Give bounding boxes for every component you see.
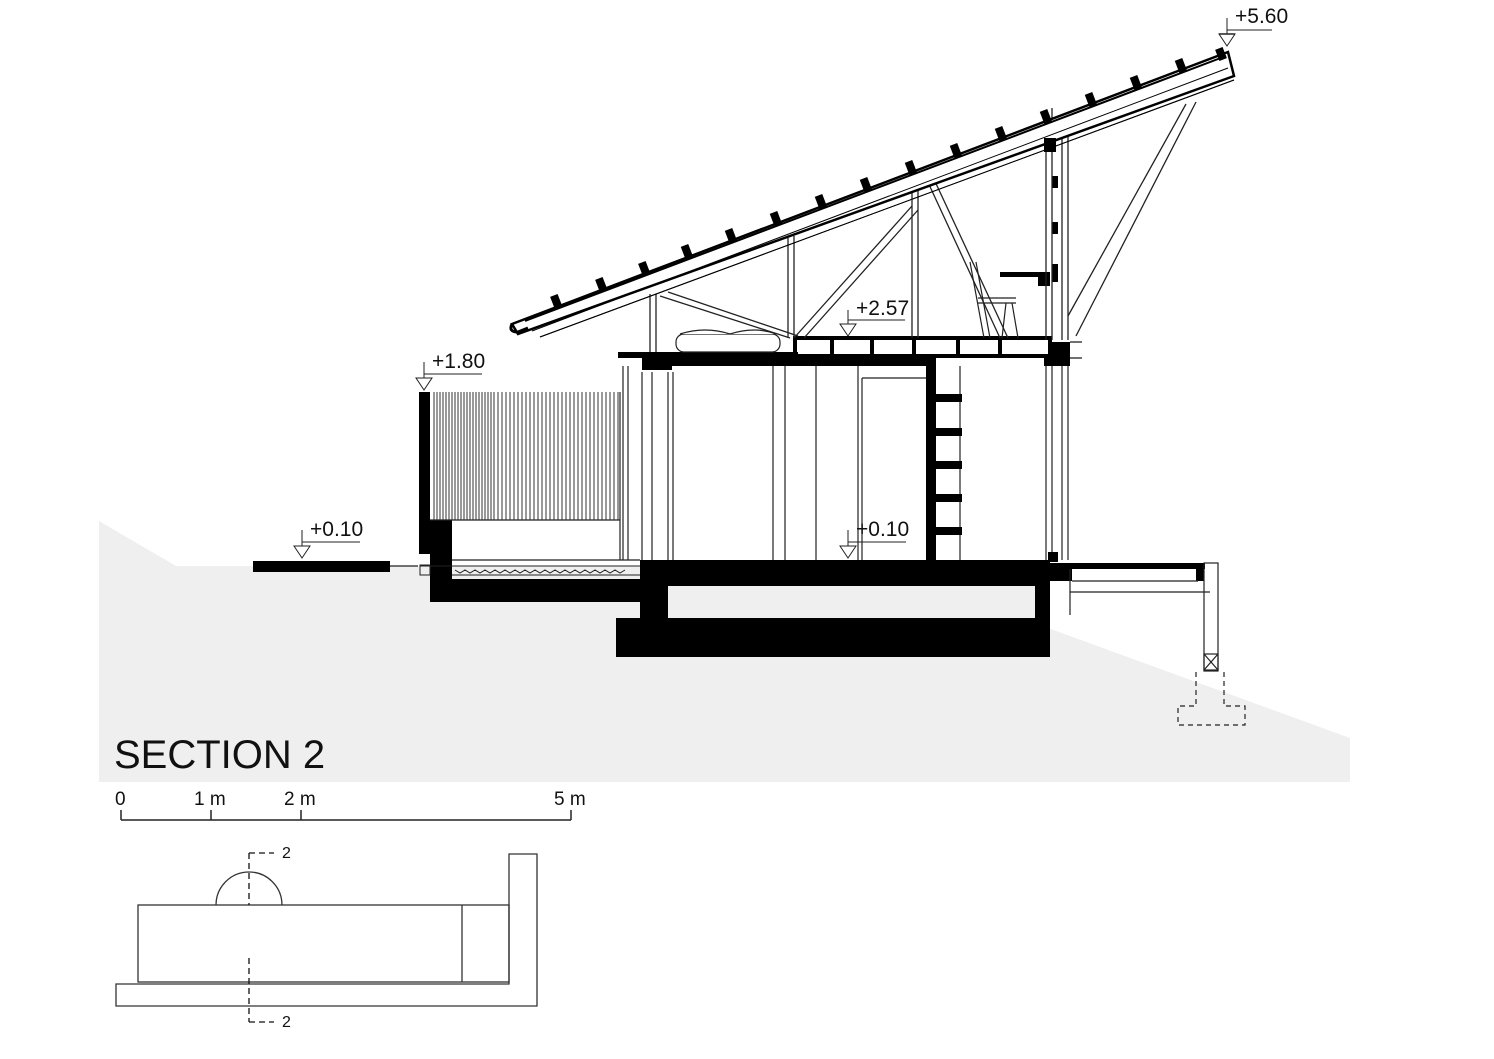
scale-label-5: 5 m	[554, 789, 586, 810]
level-label-ridge: +5.60	[1235, 5, 1288, 28]
loft-floor	[618, 336, 1052, 366]
key-plan-cut-label-bottom: 2	[282, 1014, 291, 1031]
level-marker-loft: +2.57	[839, 297, 909, 337]
door-sill	[1048, 552, 1058, 562]
ladder	[926, 358, 962, 560]
gravel-strip	[419, 564, 640, 576]
slatted-screen	[433, 392, 619, 520]
level-marker-ground-left: +0.10	[293, 518, 363, 559]
bath-edge	[430, 392, 640, 561]
scale-bar: 0 1 m 2 m 5 m	[115, 789, 586, 821]
pier-footing	[1177, 653, 1246, 726]
roof-slab	[510, 50, 1236, 338]
scale-label-2: 2 m	[284, 789, 316, 810]
key-plan	[115, 852, 538, 1023]
section-title: SECTION 2	[114, 733, 325, 777]
level-marker-wall: +1.80	[415, 350, 485, 391]
wall-post	[642, 352, 672, 370]
level-marker-ridge: +5.60	[1218, 5, 1288, 47]
level-marker-floor: +0.10	[839, 518, 909, 559]
gutter	[509, 323, 529, 334]
level-label-ground-left: +0.10	[310, 518, 363, 541]
scale-label-0: 0	[115, 789, 126, 810]
cabin-walls	[622, 366, 1069, 560]
level-label-loft: +2.57	[856, 297, 909, 320]
level-label-floor: +0.10	[856, 518, 909, 541]
desk-shelf	[1000, 176, 1058, 286]
foundation-outlines	[390, 562, 1219, 672]
scale-label-1: 1 m	[194, 789, 226, 810]
loft-mattress	[675, 329, 781, 353]
foundations	[253, 520, 1205, 657]
level-label-wall: +1.80	[432, 350, 485, 373]
roof-battens	[550, 46, 1227, 309]
roof-frame	[649, 101, 1197, 359]
key-plan-cut-label-top: 2	[282, 845, 291, 862]
wall-cut	[419, 392, 430, 554]
